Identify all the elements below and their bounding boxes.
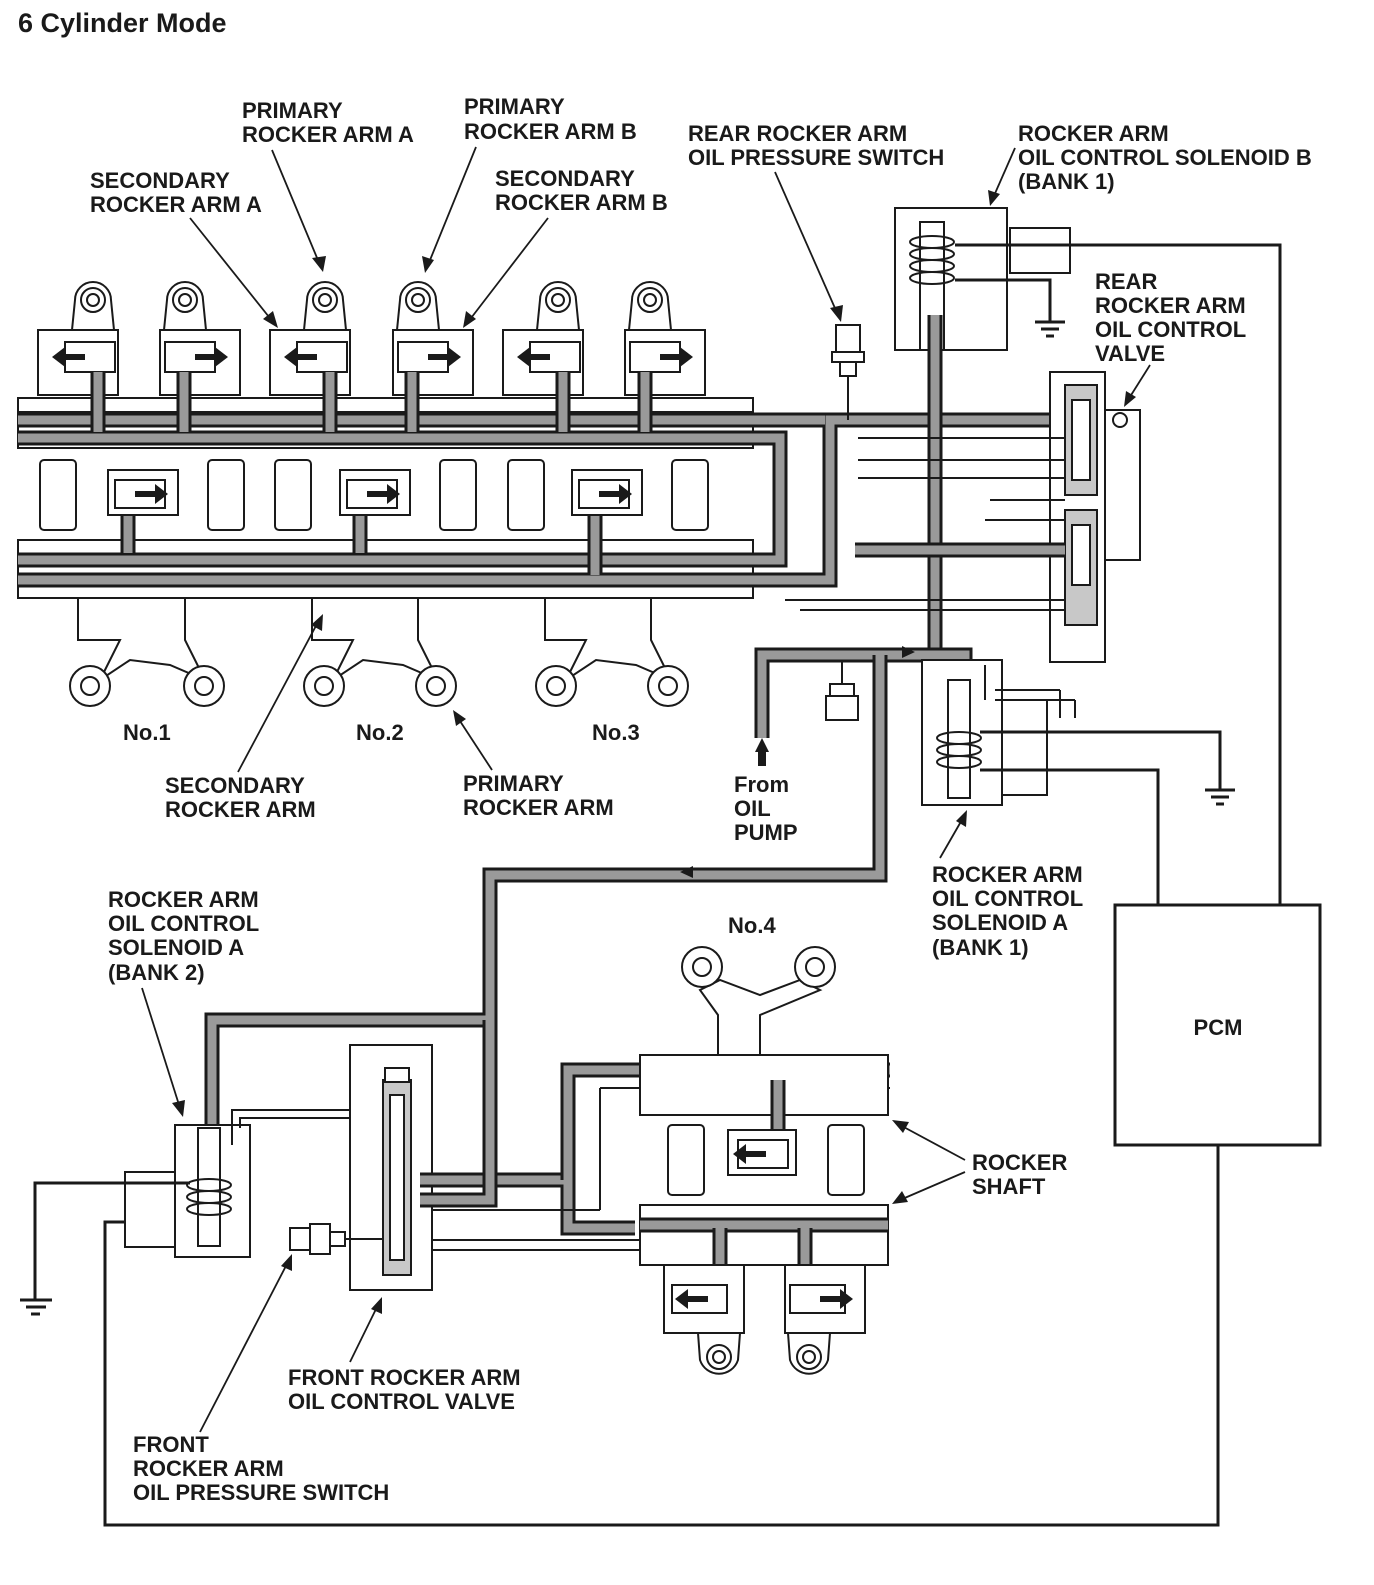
svg-text:VALVE: VALVE [1095,341,1165,366]
svg-text:SOLENOID A: SOLENOID A [932,910,1068,935]
svg-text:FRONT: FRONT [133,1432,209,1457]
label-secondary-rocker-arm-b: SECONDARY ROCKER ARM B [463,166,668,328]
arrow-icon [988,190,1000,206]
cylinder-label-no4: No.4 [728,913,776,938]
svg-text:OIL CONTROL: OIL CONTROL [108,911,259,936]
cylinder-label-no3: No.3 [592,720,640,745]
label-from-oil-pump: From OIL PUMP [734,772,798,845]
svg-text:SECONDARY: SECONDARY [495,166,635,191]
front-rocker-assembly [639,946,889,1375]
svg-text:ROCKER ARM: ROCKER ARM [463,795,614,820]
arrow-icon [422,256,434,273]
svg-text:(BANK 2): (BANK 2) [108,960,205,985]
svg-text:SOLENOID A: SOLENOID A [108,935,244,960]
svg-text:SECONDARY: SECONDARY [90,168,230,193]
label-primary-rocker-arm-b: PRIMARY ROCKER ARM B [422,94,637,273]
rear-rocker-shaft-lower [17,539,754,599]
arrow-icon [830,305,843,322]
svg-text:SECONDARY: SECONDARY [165,773,305,798]
rear-bearing-brackets [69,597,689,707]
rear-bank-rocker-assembly [17,281,1060,707]
flow-arrow-icon [902,646,915,658]
svg-text:OIL CONTROL SOLENOID B: OIL CONTROL SOLENOID B [1018,145,1312,170]
ground-icon [20,1298,52,1316]
svg-text:ROCKER ARM A: ROCKER ARM A [90,192,262,217]
svg-text:PUMP: PUMP [734,820,798,845]
arrow-icon [371,1297,382,1314]
rear-oil-control-valve [785,371,1141,663]
label-front-oil-control-valve: FRONT ROCKER ARM OIL CONTROL VALVE [288,1297,521,1414]
arrow-icon [463,311,476,328]
label-solenoid-a-bank1: ROCKER ARM OIL CONTROL SOLENOID A (BANK … [932,810,1083,960]
arrow-icon [263,311,278,328]
rear-oil-pressure-switch [831,324,865,420]
svg-text:REAR ROCKER ARM: REAR ROCKER ARM [688,121,907,146]
pcm-unit: PCM [103,903,1322,1527]
svg-text:OIL: OIL [734,796,771,821]
svg-text:ROCKER ARM B: ROCKER ARM B [464,119,637,144]
svg-text:OIL PRESSURE SWITCH: OIL PRESSURE SWITCH [133,1480,389,1505]
svg-text:ROCKER ARM A: ROCKER ARM A [242,122,414,147]
label-primary-rocker-arm: PRIMARY ROCKER ARM [453,710,614,820]
label-rear-oil-pressure-switch: REAR ROCKER ARM OIL PRESSURE SWITCH [688,121,944,322]
svg-text:PRIMARY: PRIMARY [242,98,343,123]
oil-pressure-fitting [825,660,859,721]
arrow-icon [1124,391,1136,407]
svg-text:SHAFT: SHAFT [972,1174,1046,1199]
flow-arrow-icon [680,866,693,878]
svg-text:ROCKER ARM: ROCKER ARM [932,862,1083,887]
solenoid-b-bank1 [894,207,1282,905]
solenoid-a-bank1 [921,659,1235,905]
label-secondary-rocker-arm: SECONDARY ROCKER ARM [165,614,323,822]
front-oil-pressure-switch [289,1223,383,1255]
svg-text:PRIMARY: PRIMARY [463,771,564,796]
svg-text:ROCKER ARM: ROCKER ARM [133,1456,284,1481]
label-rear-oil-control-valve: REAR ROCKER ARM OIL CONTROL VALVE [1095,269,1246,407]
svg-text:(BANK 1): (BANK 1) [932,935,1029,960]
rear-oil-feed-passages [90,372,653,575]
svg-text:ROCKER: ROCKER [972,1150,1067,1175]
svg-text:From: From [734,772,789,797]
arrow-icon [892,1191,908,1204]
arrow-icon [453,710,466,726]
svg-text:ROCKER ARM: ROCKER ARM [108,887,259,912]
svg-text:ROCKER ARM: ROCKER ARM [165,797,316,822]
svg-text:OIL CONTROL VALVE: OIL CONTROL VALVE [288,1389,515,1414]
ground-icon [1205,788,1235,806]
svg-text:FRONT ROCKER ARM: FRONT ROCKER ARM [288,1365,521,1390]
label-solenoid-a-bank2: ROCKER ARM OIL CONTROL SOLENOID A (BANK … [108,887,259,1117]
pcm-label: PCM [1194,1015,1243,1040]
svg-text:ROCKER ARM: ROCKER ARM [1018,121,1169,146]
label-rocker-shaft: ROCKER SHAFT [892,1120,1067,1204]
svg-text:(BANK 1): (BANK 1) [1018,169,1115,194]
rear-rocker-rollers [39,459,709,531]
arrow-icon [892,1120,909,1133]
svg-text:ROCKER ARM: ROCKER ARM [1095,293,1246,318]
cylinder-label-no1: No.1 [123,720,171,745]
label-primary-rocker-arm-a: PRIMARY ROCKER ARM A [242,98,414,272]
label-solenoid-b-bank1: ROCKER ARM OIL CONTROL SOLENOID B (BANK … [988,121,1312,206]
arrow-icon [956,810,967,827]
svg-text:PRIMARY: PRIMARY [464,94,565,119]
arrow-icon [312,256,326,272]
rear-rocker-pistons-top [37,329,706,396]
svg-text:OIL PRESSURE SWITCH: OIL PRESSURE SWITCH [688,145,944,170]
svg-text:REAR: REAR [1095,269,1157,294]
rear-rocker-arm-heads [69,281,674,341]
svg-text:OIL CONTROL: OIL CONTROL [1095,317,1246,342]
svg-text:ROCKER ARM B: ROCKER ARM B [495,190,668,215]
arrow-icon [311,614,323,631]
solenoid-a-bank2 [20,1109,392,1316]
diagram-title: 6 Cylinder Mode [18,8,227,38]
no4-bracket [681,946,836,1056]
arrow-icon [281,1254,292,1271]
label-front-oil-pressure-switch: FRONT ROCKER ARM OIL PRESSURE SWITCH [133,1254,389,1505]
arrow-icon [172,1100,185,1117]
label-secondary-rocker-arm-a: SECONDARY ROCKER ARM A [90,168,278,328]
svg-text:OIL CONTROL: OIL CONTROL [932,886,1083,911]
cylinder-label-no2: No.2 [356,720,404,745]
ground-icon [1035,320,1065,338]
up-arrow-icon [755,738,769,752]
